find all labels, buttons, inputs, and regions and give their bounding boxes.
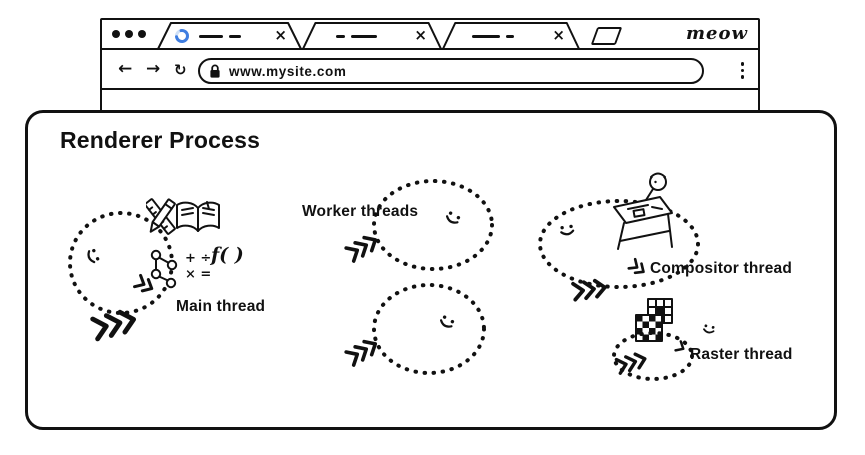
forward-button[interactable]: → xyxy=(146,59,161,79)
math-line: + ÷ xyxy=(185,251,212,266)
worker-threads-label: Worker threads xyxy=(302,203,419,220)
chevron-arrows-icon xyxy=(571,278,607,302)
math-line: × = xyxy=(185,267,212,282)
chevron-arrows-icon xyxy=(674,340,685,352)
loading-spinner-icon xyxy=(175,29,189,43)
browser-window: × × × meow ← xyxy=(100,18,760,138)
tab-title-placeholder xyxy=(472,35,514,38)
raster-grid-icon xyxy=(635,298,673,342)
worker-thread-loop xyxy=(372,283,486,375)
book-icon xyxy=(176,201,220,232)
address-bar[interactable]: www.mysite.com xyxy=(198,58,704,84)
chevron-arrows-icon xyxy=(133,273,154,293)
menu-dot xyxy=(740,62,744,66)
menu-dot xyxy=(740,68,744,72)
tab-1[interactable]: × xyxy=(157,22,302,50)
drafting-table-icon xyxy=(613,172,673,250)
navigation-bar: ← → ↻ www.mysite.com xyxy=(102,52,758,90)
chevron-arrows-icon xyxy=(90,309,137,342)
tab-3[interactable]: × xyxy=(442,22,580,50)
raster-thread-loop xyxy=(612,331,694,381)
chevron-arrows-icon xyxy=(344,235,378,263)
chevron-arrows-icon xyxy=(627,257,645,275)
title-dash xyxy=(472,35,500,38)
worker-thread-loop xyxy=(372,179,494,271)
new-tab-button[interactable] xyxy=(590,27,623,45)
tab-title-placeholder xyxy=(336,35,377,38)
title-dash xyxy=(336,35,345,38)
window-control-dot[interactable] xyxy=(112,30,120,38)
raster-thread-label: Raster thread xyxy=(690,346,793,363)
chevron-arrows-icon xyxy=(344,339,378,367)
browser-logo: meow xyxy=(686,23,748,44)
window-controls xyxy=(112,30,146,38)
compositor-thread-label: Compositor thread xyxy=(650,260,793,277)
chevron-arrows-icon xyxy=(614,352,647,375)
math-symbols: + ÷ × = xyxy=(185,251,211,283)
function-notation: f( ) xyxy=(211,244,244,266)
back-button[interactable]: ← xyxy=(118,59,133,79)
pencil-ruler-icon xyxy=(146,198,176,235)
panel-title: Renderer Process xyxy=(60,127,261,153)
tab-strip: × × × meow xyxy=(102,20,758,50)
title-dash xyxy=(199,35,223,38)
window-control-dot[interactable] xyxy=(125,30,133,38)
smiley-icon xyxy=(439,315,455,328)
title-dash xyxy=(351,35,377,38)
smiley-icon xyxy=(87,248,100,264)
tab-close-icon[interactable]: × xyxy=(414,26,427,44)
renderer-process-panel: Renderer Process xyxy=(25,110,837,430)
tab-close-icon[interactable]: × xyxy=(552,26,565,44)
url-text: www.mysite.com xyxy=(229,63,347,79)
smiley-icon xyxy=(445,211,461,224)
smiley-icon xyxy=(560,224,575,236)
compositor-thread-loop xyxy=(538,199,700,289)
tab-title-placeholder xyxy=(199,35,241,38)
lock-icon xyxy=(210,64,220,78)
title-dash xyxy=(506,35,514,38)
browser-menu-button[interactable] xyxy=(739,60,747,81)
reload-button[interactable]: ↻ xyxy=(174,61,187,79)
smiley-icon xyxy=(703,324,715,334)
title-dash xyxy=(229,35,241,38)
menu-dot xyxy=(740,75,744,79)
main-thread-label: Main thread xyxy=(176,298,266,315)
dom-tree-icon xyxy=(150,249,178,289)
window-control-dot[interactable] xyxy=(138,30,146,38)
tab-close-icon[interactable]: × xyxy=(274,26,287,44)
tab-2[interactable]: × xyxy=(302,22,442,50)
